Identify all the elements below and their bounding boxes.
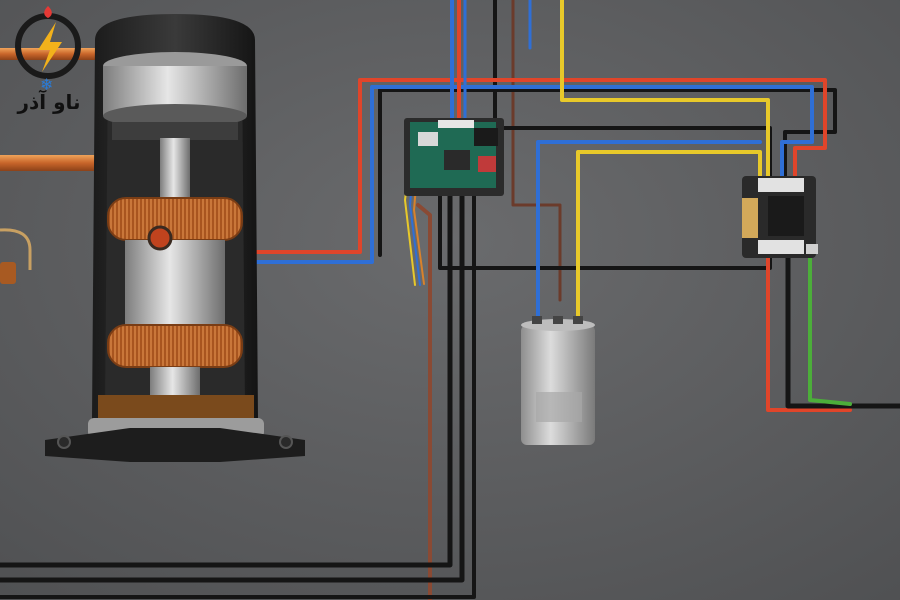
base-bolt-left [57,435,71,449]
logo-text: ناو آذر [17,90,81,114]
motor-protector [147,225,173,251]
base-bolt-right [279,435,293,449]
brown-wire [416,203,432,600]
black-wire-loop [378,88,837,257]
yellow-wire-top [560,0,770,180]
red-wire-loop [148,78,827,254]
compressor-base [45,428,305,462]
contactor-ground-lug [806,244,818,254]
control-board [404,118,504,196]
oil-sump [98,395,254,421]
blue-wire-capacitor [536,140,762,320]
brand-logo: ❄ ناو آذر [6,4,92,132]
capacitor-body [521,325,595,445]
black-wire-bottom-1 [0,182,453,568]
black-wire-bottom-2 [0,182,465,583]
upper-coil [107,197,243,241]
lightning-icon [38,22,62,72]
contactor-top-terminals [758,178,804,192]
board-chip-1 [418,132,438,146]
scroll-plate [112,122,238,140]
capacitor-terminal-3 [573,316,583,324]
capacitor-terminal-1 [532,316,542,324]
left-fitting [0,262,16,284]
black-wire-out [785,249,900,409]
left-tube [0,228,32,270]
snowflake-icon: ❄ [40,75,53,94]
rotor [125,240,225,330]
contactor-coil [742,198,758,238]
scroll-compressor [0,14,305,462]
contactor-face [768,196,804,236]
suction-pipe [0,155,100,171]
shaft [160,138,190,208]
green-wire-out [808,246,852,406]
logo-emblem: ❄ [15,6,81,94]
board-relay [474,128,498,146]
run-capacitor [521,316,595,445]
yellow-wire-capacitor [576,150,762,320]
lower-coil [107,324,243,368]
contactor-bottom-terminals [758,240,804,254]
board-terminal [438,120,474,128]
capacitor-terminal-2 [553,316,563,324]
flame-icon [44,6,52,18]
contactor [742,176,818,258]
lower-shaft [150,367,200,395]
board-label [478,156,496,172]
capacitor-label [536,392,582,422]
board-chip-2 [444,150,470,170]
black-wire-bottom-3 [0,188,476,599]
red-wire-out [766,250,852,412]
blue-wire-loop [148,85,814,264]
